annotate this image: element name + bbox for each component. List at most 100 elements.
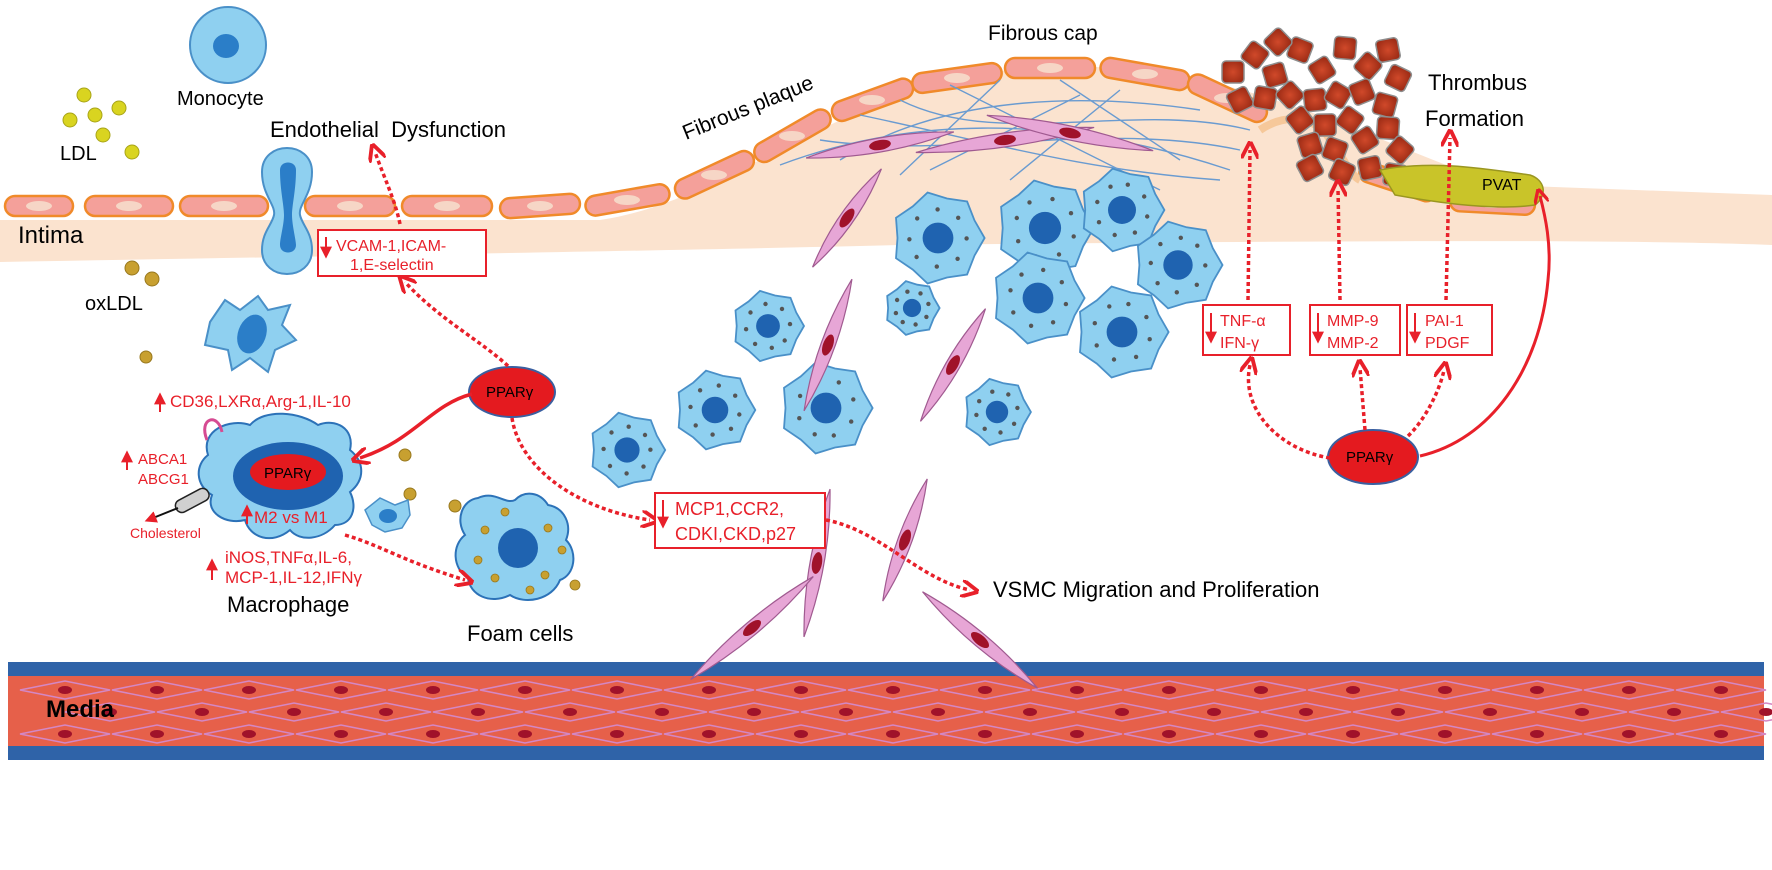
lipid-droplet [1015, 405, 1020, 411]
lipid-droplet [1041, 267, 1046, 273]
red-blood-cell [1313, 113, 1337, 137]
lipid-droplet [1107, 304, 1112, 309]
arrow-ppar-to-pai [1406, 370, 1444, 438]
macrophage-markers: CD36,LXRα,Arg-1,IL-10 ABCA1 ABCG1 M2 vs … [121, 392, 362, 587]
lipid-droplet [1019, 272, 1024, 277]
pai-box: PAI-1 PDGF [1406, 304, 1493, 356]
red-blood-cell [1225, 85, 1255, 115]
lipid-droplet [1158, 241, 1163, 247]
media-nucleus [242, 686, 256, 694]
red-blood-cell [1285, 105, 1315, 135]
media-nucleus [702, 686, 716, 694]
pvat-label: PVAT [1482, 177, 1522, 194]
thrombus [1221, 27, 1415, 188]
lipid-droplet [907, 237, 912, 242]
media-nucleus [150, 730, 164, 738]
media-smooth-muscle-cell [1720, 702, 1772, 722]
lipid-droplet [1132, 230, 1138, 235]
media-nucleus [1070, 686, 1084, 694]
small-monocyte [364, 497, 411, 533]
ppar-macrophage-label: PPARγ [264, 465, 312, 482]
lipid-droplet [1142, 194, 1147, 199]
arrow-ppar-to-pvat [1419, 196, 1551, 458]
lipid-droplet [1016, 239, 1021, 244]
foam-cell-nucleus [1106, 316, 1138, 348]
media-nucleus [1759, 708, 1772, 716]
lipid-droplet [782, 338, 787, 343]
lipid-droplet [900, 319, 905, 325]
red-blood-cell [1323, 80, 1353, 110]
vsmc-label: VSMC Migration and Proliferation [993, 577, 1319, 602]
red-blood-cell [1375, 115, 1401, 141]
intima-layer [0, 66, 1772, 262]
media-smooth-muscle-cell [892, 702, 984, 722]
lipid-droplet [893, 310, 899, 316]
foam-cell-nucleus [922, 222, 954, 254]
media-nucleus [1070, 730, 1084, 738]
lipid-droplet [956, 215, 961, 220]
lipid-droplet [737, 412, 742, 417]
media-smooth-muscle-cell [1536, 702, 1628, 722]
lipid-droplet [894, 297, 900, 303]
lipid-droplet [609, 430, 614, 435]
media-smooth-muscle-cell [1628, 702, 1720, 722]
lipid-droplet [1092, 321, 1098, 326]
media-nucleus [1622, 686, 1636, 694]
lipid-droplet [642, 432, 648, 438]
endothelial-label: Endothelial Dysfunction [270, 117, 506, 142]
lipid-droplet [1011, 421, 1017, 426]
media-smooth-muscle-cell [939, 724, 1031, 744]
media-nucleus [1530, 686, 1544, 694]
media-smooth-muscle-cell [387, 724, 479, 744]
lipid-droplet [641, 464, 646, 469]
media-label: Media [46, 696, 115, 723]
media-nucleus [978, 730, 992, 738]
media-layer [8, 662, 1772, 760]
media-smooth-muscle-cell [1260, 702, 1352, 722]
lipid-droplet [626, 424, 631, 429]
media-nucleus [1254, 686, 1268, 694]
media-nucleus [1115, 708, 1129, 716]
lipid-droplet [1014, 215, 1019, 221]
ppar-center-label: PPARγ [486, 384, 534, 401]
lipid-droplet [733, 393, 738, 398]
tnf-box: TNF-α IFN-γ [1202, 304, 1291, 356]
media-smooth-muscle-cell [1352, 702, 1444, 722]
lipid-droplet [926, 301, 931, 307]
lipid-droplet [974, 412, 979, 418]
arrow-ppar-to-tnf [1248, 365, 1331, 460]
media-smooth-muscle-cell [755, 724, 847, 744]
media-nucleus [1530, 730, 1544, 738]
media-smooth-muscle-cell [156, 702, 248, 722]
foam-cell-nucleus [810, 392, 842, 424]
monocyte-label: Monocyte [177, 88, 264, 110]
red-blood-cell [1261, 61, 1289, 89]
media-smooth-muscle-cell [708, 702, 800, 722]
tnf-line2: IFN-γ [1220, 335, 1259, 352]
media-smooth-muscle-cell [663, 680, 755, 700]
lipid-droplet [624, 471, 629, 476]
arrow-macrophage-to-foam [344, 533, 465, 580]
media-smooth-muscle-cell [571, 724, 663, 744]
media-nucleus [1714, 730, 1728, 738]
arrow-vsmc-box-to-migration [825, 518, 970, 590]
lipid-droplet [1125, 182, 1131, 187]
lipid-droplet [763, 301, 768, 307]
media-nucleus [1391, 708, 1405, 716]
foam-cell-nucleus [1163, 250, 1193, 280]
media-smooth-muscle-cell [616, 702, 708, 722]
lipid-droplet [905, 289, 910, 294]
lipid-droplet [648, 447, 653, 452]
media-nucleus [1023, 708, 1037, 716]
lipid-droplet [934, 264, 939, 269]
lipid-droplet [769, 345, 774, 350]
red-blood-cell [1385, 135, 1415, 165]
media-nucleus [426, 730, 440, 738]
red-blood-cell [1321, 136, 1349, 164]
lipid-droplet [787, 321, 793, 327]
red-blood-cell [1383, 63, 1413, 93]
vsmc-cell [690, 576, 814, 680]
media-smooth-muscle-cell [939, 680, 1031, 700]
media-nucleus [1162, 730, 1176, 738]
